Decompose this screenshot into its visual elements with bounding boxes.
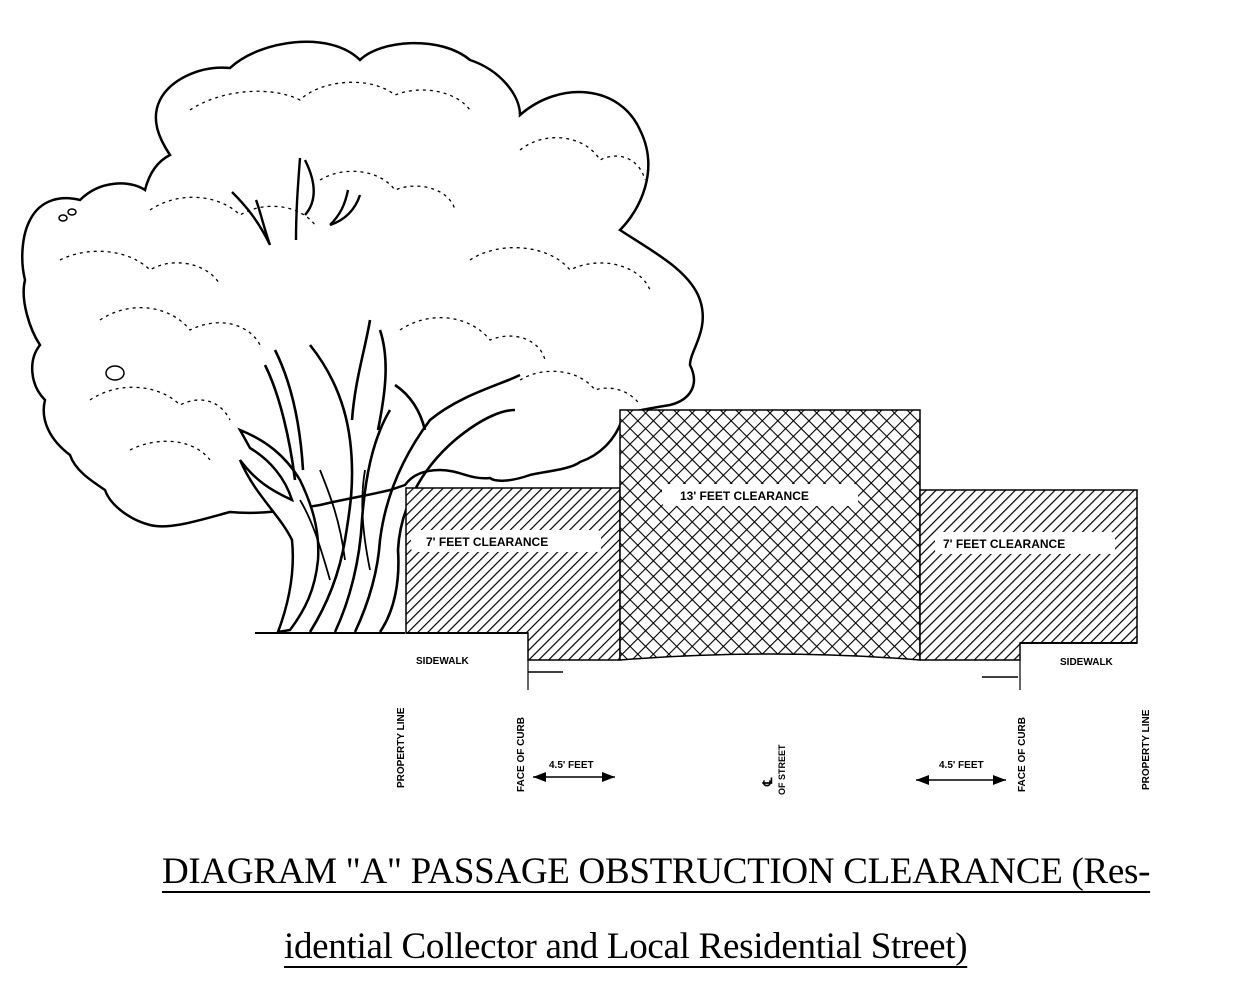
tree-canopy (21, 40, 705, 528)
centerline-symbol: ℄ (760, 777, 775, 787)
clearance-label-center: 13' FEET CLEARANCE (680, 489, 809, 503)
offset-dimension-left (533, 772, 615, 782)
clearance-zone-right (919, 489, 1138, 661)
clearance-label-right: 7' FEET CLEARANCE (943, 537, 1065, 551)
diagram-labels: 7' FEET CLEARANCE 13' FEET CLEARANCE 7' … (396, 489, 1152, 795)
diagram-caption-line-2: idential Collector and Local Residential… (284, 926, 968, 967)
clearance-zone-left (405, 487, 621, 661)
offset-dimension-right (916, 775, 1006, 785)
sidewalk-label-right: SIDEWALK (1060, 657, 1114, 668)
sidewalk-label-left: SIDEWALK (416, 656, 470, 667)
tree-illustration (21, 40, 705, 634)
offset-label-right: 4.5' FEET (939, 760, 984, 771)
offset-label-left: 4.5' FEET (549, 760, 594, 771)
property-line-label-left: PROPERTY LINE (396, 707, 407, 788)
tree-trunk (237, 427, 320, 634)
face-of-curb-label-right: FACE OF CURB (1017, 717, 1028, 792)
centerline-label: OF STREET (777, 744, 787, 795)
street-section (406, 632, 1137, 785)
clearance-label-left: 7' FEET CLEARANCE (426, 535, 548, 549)
clearance-envelopes (405, 409, 1138, 661)
diagram-caption-line-1: DIAGRAM "A" PASSAGE OBSTRUCTION CLEARANC… (162, 851, 1151, 892)
property-line-label-right: PROPERTY LINE (1141, 709, 1152, 790)
face-of-curb-label-left: FACE OF CURB (516, 717, 527, 792)
clearance-zone-center (619, 409, 921, 661)
